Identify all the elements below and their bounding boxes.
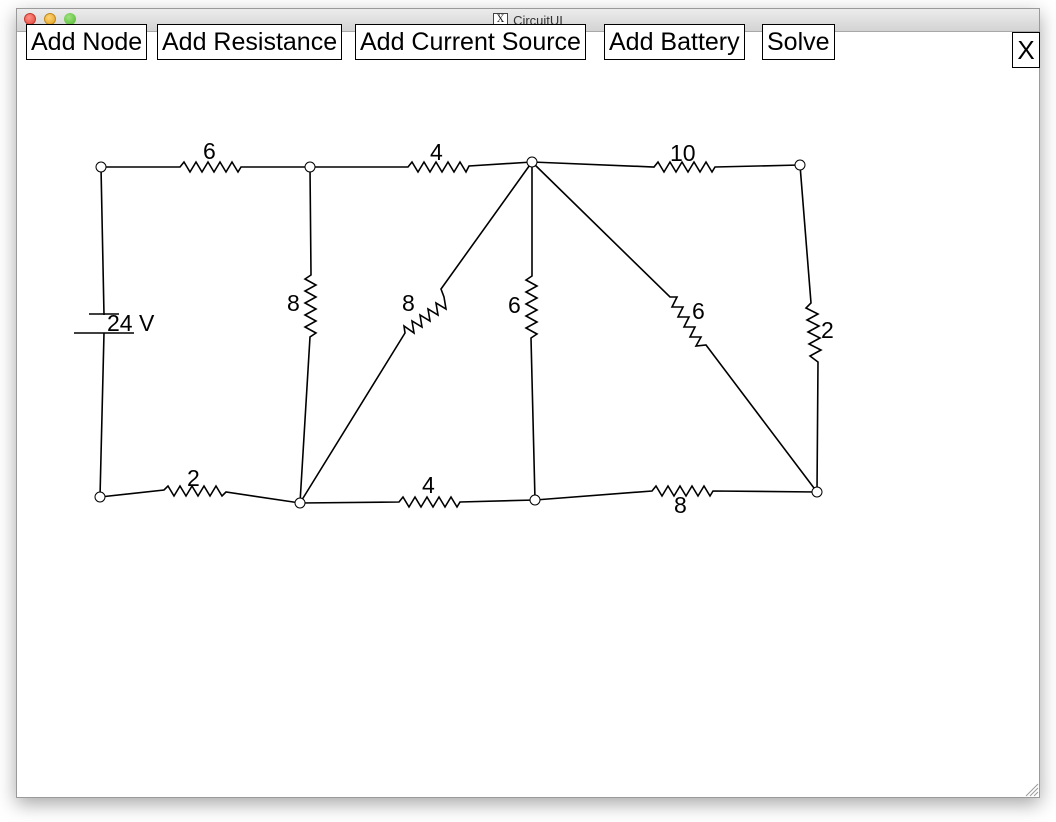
node-top-3[interactable] <box>526 156 538 168</box>
node-bottom-1[interactable] <box>94 491 106 503</box>
resize-grip-icon[interactable] <box>1025 783 1039 797</box>
zoom-window-icon[interactable] <box>64 13 76 25</box>
close-button[interactable]: X <box>1012 32 1040 68</box>
node-top-2[interactable] <box>304 161 316 173</box>
wire-top-mid[interactable] <box>310 160 533 174</box>
node-top-1[interactable] <box>95 161 107 173</box>
wire-vert-right[interactable] <box>799 164 823 493</box>
wire-diag-right[interactable] <box>531 161 818 493</box>
wire-vert-center[interactable] <box>524 162 539 501</box>
wire-vert-left[interactable] <box>299 166 318 504</box>
wire-bottom-mid[interactable] <box>299 495 536 509</box>
node-bottom-2[interactable] <box>294 497 306 509</box>
wire-left-lower[interactable] <box>99 332 105 498</box>
label-r-bottom-mid: 4 <box>422 472 435 498</box>
node-bottom-4[interactable] <box>811 486 823 498</box>
wire-bottom-right[interactable] <box>534 484 818 501</box>
wire-top-left[interactable] <box>101 160 310 174</box>
add-resistance-button[interactable]: Add Resistance <box>157 24 343 60</box>
wire-top-right[interactable] <box>531 160 801 174</box>
wire-left-upper[interactable] <box>100 166 105 316</box>
label-r-vert-left: 8 <box>287 290 300 316</box>
label-r-vert-center: 6 <box>508 292 521 318</box>
node-top-4[interactable] <box>794 159 806 171</box>
label-r-vert-right: 2 <box>821 317 834 343</box>
label-r-diag-left: 8 <box>402 290 415 316</box>
wire-bottom-left[interactable] <box>99 484 301 504</box>
label-r-top-left: 6 <box>203 138 216 164</box>
node-bottom-3[interactable] <box>529 494 541 506</box>
label-r-top-mid: 4 <box>430 139 443 165</box>
label-r-top-right: 10 <box>670 140 696 166</box>
add-node-button[interactable]: Add Node <box>26 24 148 60</box>
label-r-bottom-left: 2 <box>187 465 200 491</box>
add-current-source-button[interactable]: Add Current Source <box>355 24 586 60</box>
solve-button[interactable]: Solve <box>762 24 835 60</box>
label-battery: 24 V <box>107 310 155 336</box>
label-r-diag-right: 6 <box>692 298 705 324</box>
add-battery-button[interactable]: Add Battery <box>604 24 745 60</box>
label-r-bottom-right: 8 <box>674 492 687 518</box>
wire-diag-left[interactable] <box>299 161 533 504</box>
